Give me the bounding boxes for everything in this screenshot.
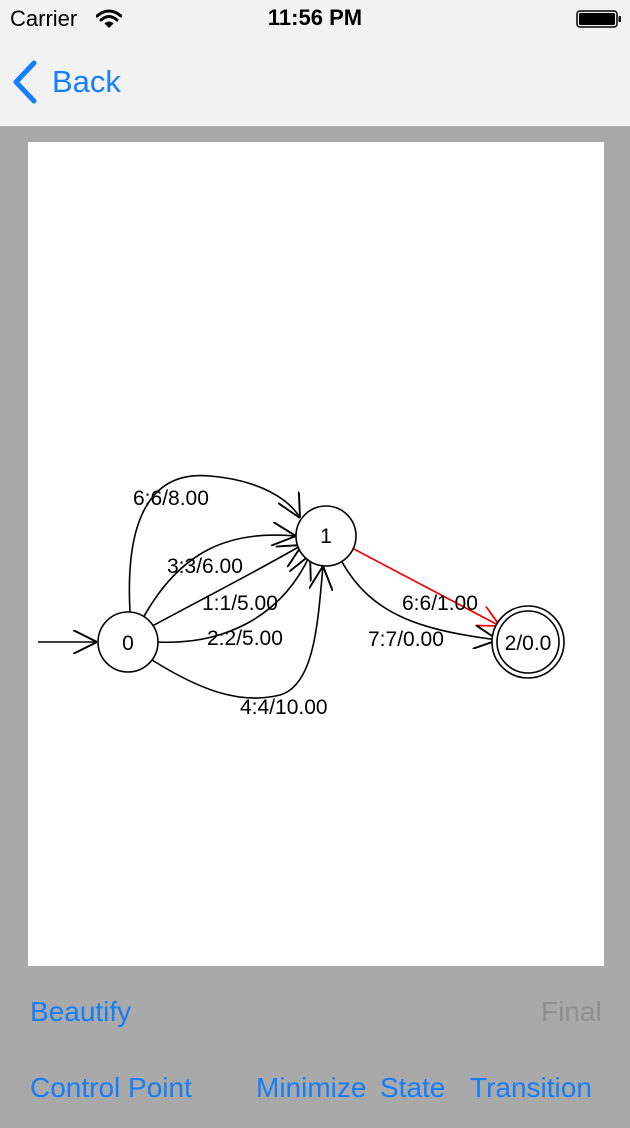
transition-label: 2:2/5.00 (207, 627, 283, 650)
status-bar: Carrier 11:56 PM (0, 0, 630, 40)
transition-edge-3-3[interactable] (141, 535, 296, 621)
carrier-label: Carrier (10, 6, 78, 31)
transition-edge-6-6[interactable] (128, 474, 300, 613)
state-node-2-inner (496, 610, 560, 674)
transition-edge-6-6-highlighted[interactable] (351, 547, 500, 626)
transition-label: 6:6/8.00 (133, 487, 209, 510)
transition-edge-1-1[interactable] (144, 545, 302, 631)
graph-canvas[interactable]: 0 1 2/0.0 6:6/8.00 3:3/6.00 1:1/5.00 2:2… (28, 142, 604, 966)
state-node-0[interactable] (97, 611, 159, 673)
transition-label: 7:7/0.00 (368, 628, 444, 651)
state-node-2-outer[interactable] (491, 605, 565, 679)
final-button[interactable]: Final (541, 996, 602, 1027)
state-button[interactable]: State (380, 1072, 446, 1103)
clock: 11:56 PM (267, 5, 363, 30)
state-label-2: 2/0.0 (505, 632, 552, 655)
transition-label: 1:1/5.00 (202, 592, 278, 615)
transition-label: 6:6/1.00 (402, 592, 478, 615)
wifi-icon (95, 9, 123, 34)
transition-edge-7-7[interactable] (341, 561, 498, 640)
transition-label: 3:3/6.00 (167, 555, 243, 578)
beautify-button[interactable]: Beautify (30, 996, 132, 1027)
minimize-button[interactable]: Minimize (256, 1072, 367, 1103)
back-label: Back (52, 64, 121, 99)
transition-edge-2-2[interactable] (156, 555, 310, 644)
state-node-1[interactable] (295, 505, 357, 567)
fst-graph[interactable]: 0 1 2/0.0 6:6/8.00 3:3/6.00 1:1/5.00 2:2… (28, 142, 604, 966)
transition-edge-4-4[interactable] (151, 566, 323, 699)
transition-button[interactable]: Transition (470, 1072, 592, 1103)
transition-label: 4:4/10.00 (240, 696, 328, 719)
battery-icon (576, 10, 622, 28)
state-label-0: 0 (122, 632, 134, 655)
control-point-button[interactable]: Control Point (30, 1072, 192, 1103)
state-label-1: 1 (320, 525, 332, 548)
navigation-bar: Back (0, 40, 630, 127)
chevron-left-icon (10, 60, 40, 109)
